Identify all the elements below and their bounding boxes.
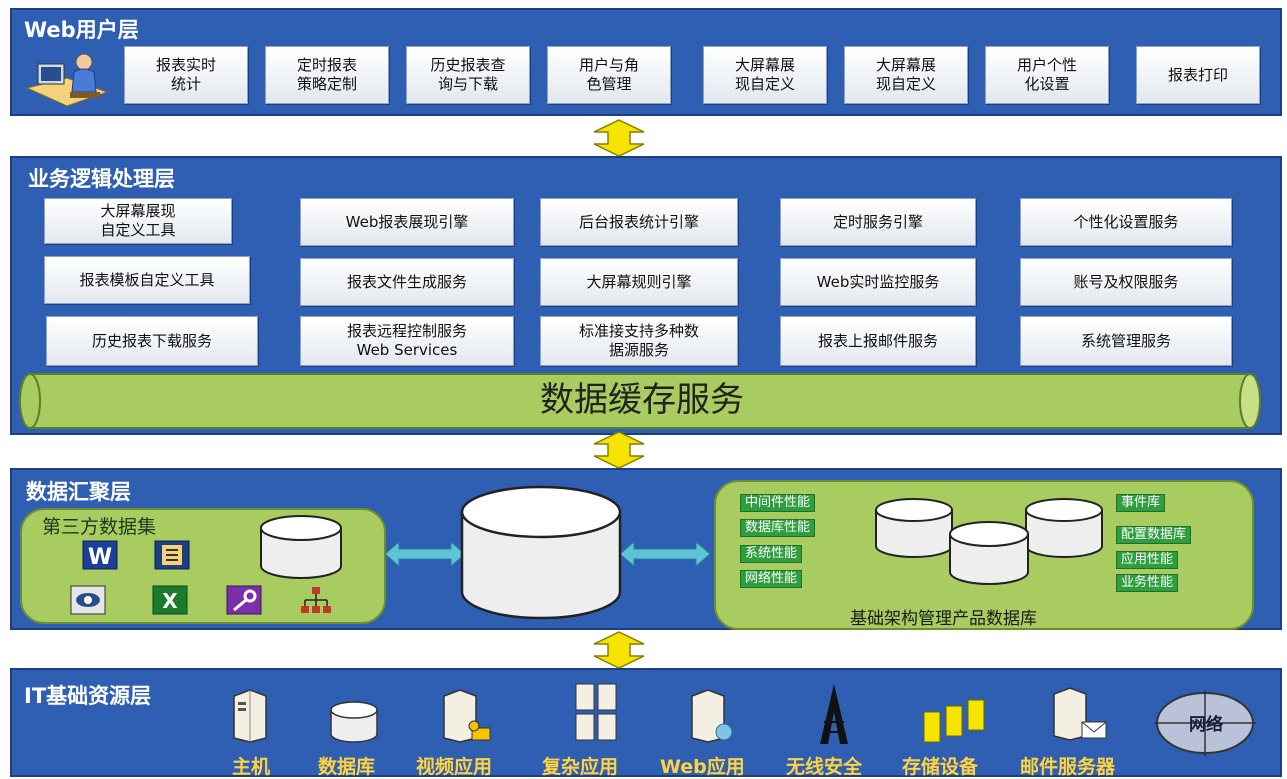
logic-history-download: 历史报表下载服务 [46,316,258,366]
double-arrow-right-icon [619,540,711,568]
bidirectional-arrow-1 [593,119,645,157]
logic-template-tool: 报表模板自定义工具 [44,256,250,304]
box-bigscreen-custom-2: 大屏幕展 现自定义 [844,46,968,104]
tag-database-perf: 数据库性能 [740,519,816,537]
logic-bigscreen-rule-engine: 大屏幕规则引擎 [540,258,738,306]
logic-account-permission-service: 账号及权限服务 [1020,258,1232,306]
box-scheduled-report-policy: 定时报表 策略定制 [265,46,389,104]
storage-device-icon [923,699,985,743]
network-label: 网络 [1189,715,1223,735]
data-aggregation-layer-title: 数据汇聚层 [26,480,131,504]
logic-schedule-engine: 定时服务引擎 [780,198,976,246]
logic-bigscreen-tool: 大屏幕展现 自定义工具 [44,198,232,244]
tag-event-db: 事件库 [1116,494,1166,512]
tag-app-perf: 应用性能 [1116,551,1179,569]
business-logic-layer-title: 业务逻辑处理层 [28,167,175,191]
svg-text:X: X [162,589,178,613]
it-item-host: 主机 [232,756,271,778]
it-item-mail-server: 邮件服务器 [1020,756,1116,778]
it-item-storage: 存储设备 [902,756,979,778]
third-party-database-icon [260,515,342,579]
wireless-tower-icon [820,684,848,744]
logic-web-monitor-service: Web实时监控服务 [780,258,976,306]
box-history-report-query: 历史报表查 询与下载 [406,46,530,104]
it-resource-layer-title: IT基础资源层 [24,684,152,708]
tag-network-perf: 网络性能 [740,570,803,588]
tag-system-perf: 系统性能 [740,545,803,563]
tag-business-perf: 业务性能 [1116,574,1179,592]
video-app-icon [443,689,491,743]
infra-db-label: 基础架构管理产品数据库 [850,609,1037,629]
it-item-complex-app: 复杂应用 [542,756,619,778]
it-item-database: 数据库 [318,756,376,778]
logic-personalization-service: 个性化设置服务 [1020,198,1232,246]
bidirectional-arrow-2 [593,431,645,469]
data-cache-label: 数据缓存服务 [540,380,744,420]
web-user-layer-title: Web用户层 [24,18,139,42]
box-realtime-report: 报表实时 统计 [124,46,248,104]
word-doc-icon: W [82,540,118,570]
box-bigscreen-custom-1: 大屏幕展 现自定义 [703,46,827,104]
scroll-doc-icon [154,540,190,570]
key-icon [226,585,262,615]
complex-app-icon [575,683,617,741]
web-app-server-icon [691,689,733,743]
logic-report-file-service: 报表文件生成服务 [300,258,514,306]
network-globe-icon [1154,690,1256,756]
bidirectional-arrow-3 [593,631,645,669]
logic-multi-datasource-service: 标准接支持多种数 据源服务 [540,316,738,366]
it-item-wireless-security: 无线安全 [786,756,863,778]
mail-server-icon [1053,687,1107,741]
logic-report-mail-service: 报表上报邮件服务 [780,316,976,366]
central-database-icon [460,485,622,620]
infra-db-cluster-icon [875,498,1103,585]
tag-middleware-perf: 中间件性能 [740,494,816,512]
box-user-personalization: 用户个性 化设置 [985,46,1109,104]
logic-web-report-engine: Web报表展现引擎 [300,198,514,246]
user-at-computer-icon [25,53,109,107]
host-server-icon [233,689,267,743]
data-cache-cylinder [19,373,1261,429]
svg-text:W: W [88,545,112,570]
database-icon [330,701,378,743]
camera-device-icon [70,585,106,615]
it-item-web-app: Web应用 [660,756,745,778]
it-item-video-app: 视频应用 [416,756,493,778]
excel-icon: X [152,585,188,615]
logic-remote-control-service: 报表远程控制服务 Web Services [300,316,514,366]
third-party-dataset-title: 第三方数据集 [42,516,157,538]
logic-system-management-service: 系统管理服务 [1020,316,1232,366]
box-user-role-management: 用户与角 色管理 [547,46,671,104]
network-topology-icon [301,587,331,613]
logic-backend-stat-engine: 后台报表统计引擎 [540,198,738,246]
tag-config-db: 配置数据库 [1116,526,1192,544]
double-arrow-left-icon [384,540,466,568]
box-report-print: 报表打印 [1136,46,1260,104]
